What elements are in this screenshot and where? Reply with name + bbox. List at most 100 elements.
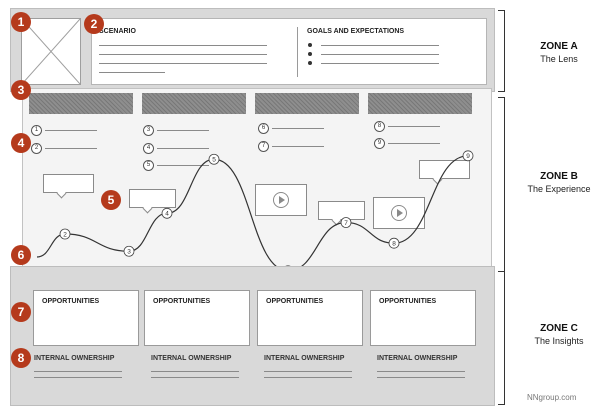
zone-c-brace [498,271,505,405]
emotion-curve-line [36,155,469,272]
step-text-line [272,146,324,147]
scenario-text-line [99,45,267,46]
zone-c-subtitle: The Insights [534,336,584,346]
zone-a-title: ZONE A [540,41,578,52]
goals-heading: GOALS AND EXPECTATIONS [307,28,405,35]
step-text-line [45,148,97,149]
step-number: 7 [258,141,269,152]
zone-b-label: ZONE B The Experience [519,171,599,194]
source-credit: NNgroup.com [527,393,577,402]
goal-bullet [308,43,312,47]
opportunities-card: OPPORTUNITIES [33,290,139,346]
phase-bar [255,93,359,114]
goal-text-line [321,54,439,55]
callout-badge-5: 5 [101,190,121,210]
persona-image-placeholder [21,18,81,85]
zone-a-panel: SCENARIO GOALS AND EXPECTATIONS [10,8,495,92]
opportunities-label: OPPORTUNITIES [266,298,324,305]
goal-bullet [308,52,312,56]
opportunities-card: OPPORTUNITIES [257,290,363,346]
zone-b-brace [498,97,505,272]
step-number: 9 [374,138,385,149]
scenario-text-line [99,54,267,55]
video-card [255,184,307,216]
ownership-text-line [34,377,122,378]
callout-badge-2: 2 [84,14,104,34]
zone-a-label: ZONE A The Lens [519,41,599,64]
phase-bar [142,93,246,114]
zone-b-panel: 1 2 3 4 5 6 7 8 9 [22,88,492,278]
callout-badge-4: 4 [11,133,31,153]
step-number: 3 [143,125,154,136]
internal-ownership-label: INTERNAL OWNERSHIP [151,355,232,362]
thought-bubble [43,174,94,193]
emotion-point-label: 5 [212,157,216,164]
zone-c-title: ZONE C [540,323,578,334]
play-icon [273,192,289,208]
emotion-point: 8 [388,237,400,249]
step-text-line [272,128,324,129]
ownership-text-line [264,371,352,372]
ownership-text-line [151,377,239,378]
phase-bar [29,93,133,114]
step-text-line [157,148,209,149]
step-text-line [388,126,440,127]
opportunities-card: OPPORTUNITIES [370,290,476,346]
scenario-text-line [99,63,267,64]
emotion-point: 4 [161,207,173,219]
ownership-text-line [151,371,239,372]
callout-badge-3: 3 [11,80,31,100]
goal-text-line [321,45,439,46]
callout-badge-6: 6 [11,245,31,265]
zone-b-title: ZONE B [540,171,578,182]
image-placeholder-icon [22,19,80,84]
thought-bubble [129,189,176,208]
scenario-divider [297,27,298,77]
step-number: 2 [31,143,42,154]
step-number: 4 [143,143,154,154]
video-card [373,197,425,229]
emotion-point: 3 [123,245,135,257]
emotion-point-label: 3 [127,249,131,256]
emotion-point: 9 [462,150,474,162]
emotion-point: 5 [208,153,220,165]
ownership-text-line [264,377,352,378]
internal-ownership-label: INTERNAL OWNERSHIP [377,355,458,362]
play-icon [391,205,407,221]
thought-bubble [419,160,470,179]
phase-bar [368,93,472,114]
zone-c-panel: OPPORTUNITIES OPPORTUNITIES OPPORTUNITIE… [10,266,495,406]
emotion-point: 2 [59,228,71,240]
zone-c-label: ZONE C The Insights [519,323,599,346]
step-text-line [388,143,440,144]
step-text-line [157,130,209,131]
scenario-heading: SCENARIO [99,28,136,35]
step-number: 8 [374,121,385,132]
thought-bubble [318,201,365,220]
opportunities-label: OPPORTUNITIES [379,298,437,305]
emotion-point-label: 2 [63,231,67,238]
opportunities-card: OPPORTUNITIES [144,290,250,346]
goal-bullet [308,61,312,65]
opportunities-label: OPPORTUNITIES [153,298,211,305]
scenario-text-line [99,72,165,73]
zone-b-subtitle: The Experience [527,184,591,194]
callout-badge-8: 8 [11,348,31,368]
zone-a-brace [498,10,505,92]
emotion-point-label: 8 [392,241,396,248]
step-number: 6 [258,123,269,134]
emotion-point-label: 7 [344,220,348,227]
goal-text-line [321,63,439,64]
ownership-text-line [377,377,465,378]
scenario-goals-card: SCENARIO GOALS AND EXPECTATIONS [91,18,487,85]
opportunities-label: OPPORTUNITIES [42,298,100,305]
zone-a-subtitle: The Lens [540,54,578,64]
emotion-point: 7 [340,217,352,228]
emotion-point-label: 9 [466,153,470,160]
step-number: 1 [31,125,42,136]
callout-badge-1: 1 [11,12,31,32]
internal-ownership-label: INTERNAL OWNERSHIP [264,355,345,362]
step-number: 5 [143,160,154,171]
emotion-point-label: 4 [165,211,169,218]
